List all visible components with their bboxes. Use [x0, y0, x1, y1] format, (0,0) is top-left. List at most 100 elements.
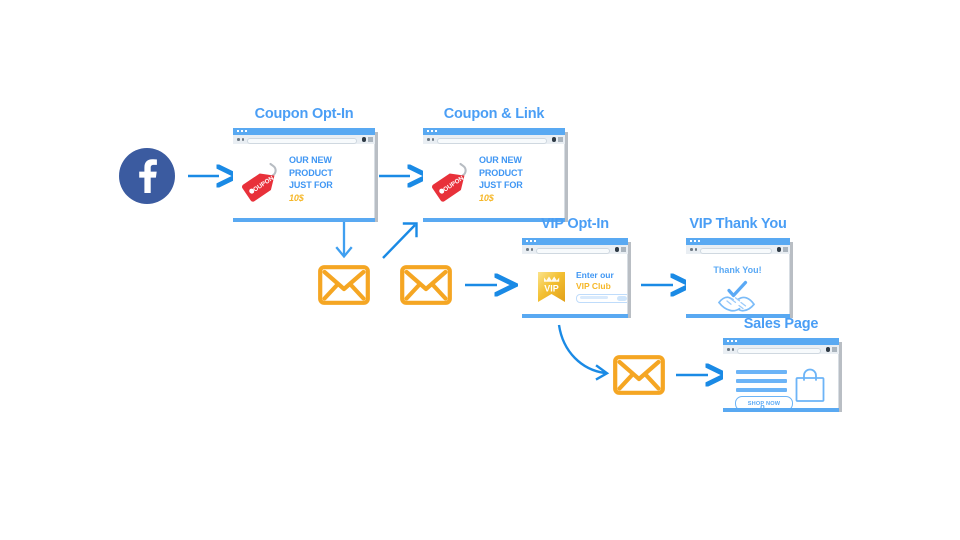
gear-icon[interactable]	[825, 347, 830, 352]
nav-buttons[interactable]	[526, 248, 533, 251]
node-coupon-link[interactable]: Coupon & Link COUP	[423, 106, 568, 222]
shop-now-label: SHOP NOW	[747, 400, 781, 407]
envelope-icon	[318, 265, 370, 305]
window-titlebar	[686, 238, 790, 245]
coupon-price: 10$	[289, 192, 304, 203]
window-titlebar	[423, 128, 565, 135]
email-envelope-2[interactable]	[400, 265, 452, 310]
node-title-vip-thankyou: VIP Thank You	[689, 216, 787, 232]
nav-buttons[interactable]	[427, 138, 434, 141]
coupon-price: 10$	[479, 192, 494, 203]
node-vip-thankyou[interactable]: VIP Thank You Thank You!	[686, 216, 793, 318]
menu-icon[interactable]	[368, 137, 373, 142]
handshake-check-icon	[717, 280, 755, 312]
content-line-2	[736, 379, 787, 383]
content-lines	[736, 370, 787, 397]
page-content-vip-thankyou: Thank You!	[686, 254, 790, 314]
page-content-coupon-link: COUPON OUR NEW PRODUCT JUST FOR 10$	[423, 144, 565, 218]
titlebar-dots	[427, 130, 437, 132]
gear-icon[interactable]	[614, 247, 619, 252]
menu-icon[interactable]	[832, 347, 837, 352]
vip-line-1: Enter our	[576, 270, 614, 280]
titlebar-dots	[727, 340, 737, 342]
titlebar-dots	[237, 130, 247, 132]
shopping-bag-icon	[795, 368, 825, 402]
node-title-sales-page: Sales Page	[743, 316, 819, 332]
vip-copy: Enter our VIP Club	[576, 270, 614, 292]
coupon-tag-icon: COUPON	[432, 162, 467, 202]
browser-window-coupon-link[interactable]: COUPON OUR NEW PRODUCT JUST FOR 10$	[423, 128, 568, 222]
browser-window-coupon-optin[interactable]: COUPON OUR NEW PRODUCT JUST FOR 10$	[233, 128, 378, 222]
gear-icon[interactable]	[776, 247, 781, 252]
nav-buttons[interactable]	[727, 348, 734, 351]
headline-line-2: PRODUCT	[479, 167, 523, 178]
arrow-vip-optin-to-email-3	[557, 324, 610, 381]
page-content-coupon-optin: COUPON OUR NEW PRODUCT JUST FOR 10$	[233, 144, 375, 218]
window-shadow	[839, 342, 842, 412]
window-shadow	[790, 242, 793, 318]
window-base-bar	[686, 314, 790, 318]
headline-line-1: OUR NEW	[479, 155, 522, 165]
window-base-bar	[233, 218, 375, 222]
titlebar-dots	[690, 240, 700, 242]
facebook-glyph	[139, 159, 157, 193]
browser-window-vip-thankyou[interactable]: Thank You!	[686, 238, 793, 318]
menu-icon[interactable]	[621, 247, 626, 252]
vip-badge-label: VIP	[544, 284, 559, 294]
email-envelope-1[interactable]	[318, 265, 370, 310]
facebook-icon[interactable]	[119, 148, 175, 204]
url-bar[interactable]	[536, 247, 610, 254]
url-bar[interactable]	[247, 137, 357, 144]
nav-buttons[interactable]	[690, 248, 697, 251]
node-sales-page[interactable]: Sales Page SHOP NOW	[723, 316, 842, 412]
window-titlebar	[233, 128, 375, 135]
headline-line-2: PRODUCT	[289, 167, 333, 178]
shop-now-button[interactable]: SHOP NOW	[735, 396, 793, 408]
window-shadow	[628, 242, 631, 318]
window-titlebar	[723, 338, 839, 345]
envelope-icon	[400, 265, 452, 305]
browser-window-vip-optin[interactable]: VIP Enter our VIP Club	[522, 238, 631, 318]
window-shadow	[565, 132, 568, 222]
gear-icon[interactable]	[361, 137, 366, 142]
window-base-bar	[723, 408, 839, 412]
coupon-headline: OUR NEW PRODUCT JUST FOR 10$	[479, 154, 523, 204]
content-line-3	[736, 388, 787, 392]
coupon-headline: OUR NEW PRODUCT JUST FOR 10$	[289, 154, 333, 204]
page-content-vip-optin: VIP Enter our VIP Club	[522, 254, 628, 314]
url-bar[interactable]	[700, 247, 772, 254]
envelope-icon	[613, 355, 665, 395]
window-base-bar	[522, 314, 628, 318]
headline-line-3: JUST FOR	[289, 180, 333, 191]
submit-button[interactable]	[617, 296, 627, 301]
node-title-vip-optin: VIP Opt-In	[541, 216, 609, 232]
vip-line-2: VIP Club	[576, 281, 611, 291]
menu-icon[interactable]	[783, 247, 788, 252]
vip-badge-icon: VIP	[538, 272, 565, 302]
url-bar[interactable]	[437, 137, 547, 144]
hand-pointer-icon	[760, 405, 765, 408]
headline-line-3: JUST FOR	[479, 180, 523, 191]
window-shadow	[375, 132, 378, 222]
node-coupon-optin[interactable]: Coupon Opt-In COUP	[233, 106, 378, 222]
window-titlebar	[522, 238, 628, 245]
titlebar-dots	[526, 240, 536, 242]
gear-icon[interactable]	[551, 137, 556, 142]
menu-icon[interactable]	[558, 137, 563, 142]
email-input-field[interactable]	[576, 294, 627, 303]
nav-buttons[interactable]	[237, 138, 244, 141]
browser-window-sales-page[interactable]: SHOP NOW	[723, 338, 842, 412]
input-placeholder	[580, 296, 608, 300]
url-bar[interactable]	[737, 347, 821, 354]
arrow-email-2-to-coupon-link	[382, 222, 418, 259]
content-line-1	[736, 370, 787, 374]
thank-you-message: Thank You!	[713, 265, 762, 275]
page-content-sales-page: SHOP NOW	[723, 354, 839, 408]
coupon-tag-icon: COUPON	[242, 162, 277, 202]
email-envelope-3[interactable]	[613, 355, 665, 400]
arrow-coupon-optin-to-email-1	[335, 222, 353, 259]
window-base-bar	[423, 218, 565, 222]
node-vip-optin[interactable]: VIP Opt-In	[522, 216, 631, 318]
